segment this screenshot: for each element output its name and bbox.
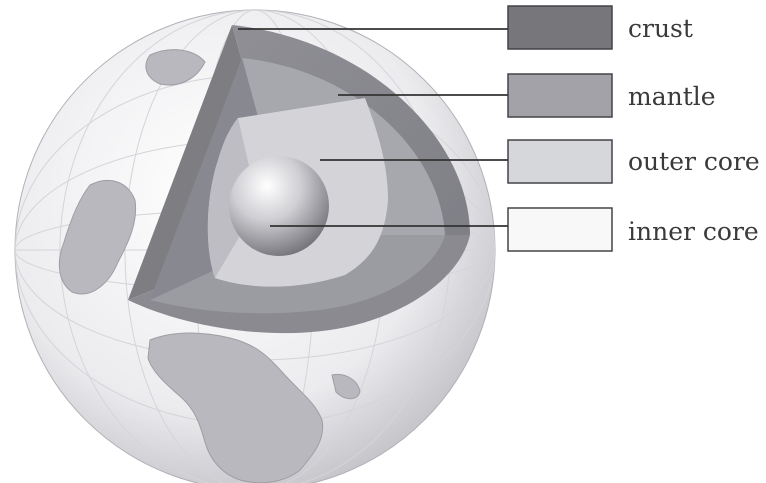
inner-core-sphere bbox=[229, 156, 329, 256]
legend-label-outer-core: outer core bbox=[628, 147, 760, 176]
legend-label-crust: crust bbox=[628, 14, 693, 43]
legend-label-mantle: mantle bbox=[628, 82, 716, 111]
legend-swatch-mantle bbox=[508, 74, 612, 117]
legend: crust mantle outer core inner core bbox=[508, 6, 760, 251]
legend-swatch-inner-core bbox=[508, 208, 612, 251]
legend-label-inner-core: inner core bbox=[628, 217, 759, 246]
legend-swatch-outer-core bbox=[508, 140, 612, 183]
legend-swatch-crust bbox=[508, 6, 612, 49]
